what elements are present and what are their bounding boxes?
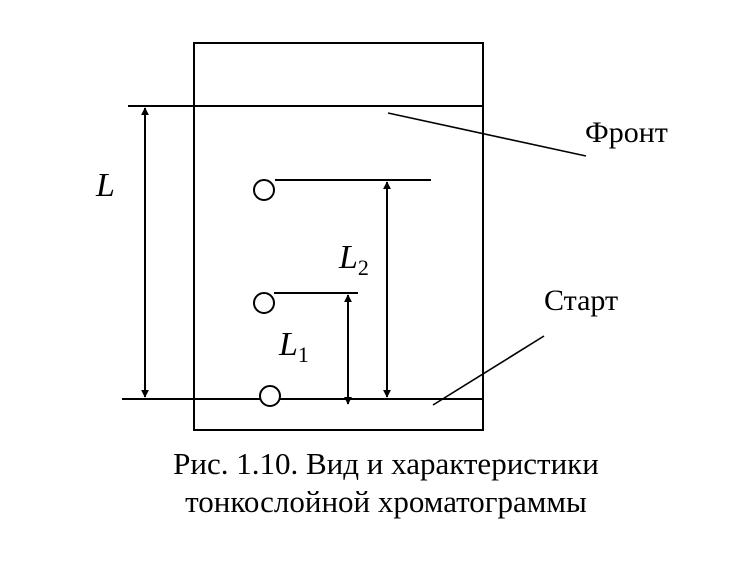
caption-line-2: тонкослойной хроматограммы: [185, 484, 587, 519]
label-L2: L2: [338, 239, 369, 280]
spot-2: [253, 179, 275, 201]
label-L1: L1: [278, 326, 309, 367]
label-start: Старт: [544, 284, 618, 317]
chromatogram-plate: [193, 42, 484, 431]
label-L: L: [95, 167, 115, 204]
front-leader-line: [387, 112, 587, 157]
spot-start: [259, 385, 281, 407]
caption-line-1: Рис. 1.10. Вид и характеристики: [173, 446, 599, 481]
spot-1: [253, 292, 275, 314]
start-leader-line: [432, 335, 545, 406]
label-front: Фронт: [585, 116, 668, 149]
